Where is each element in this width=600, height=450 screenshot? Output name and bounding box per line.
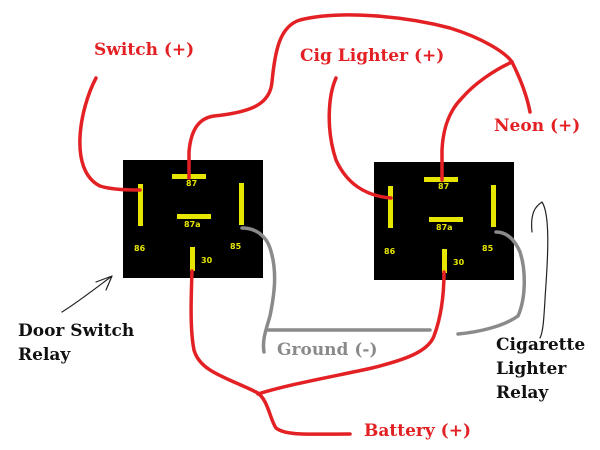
pin-85-bar (239, 183, 244, 225)
ground-wire (240, 226, 527, 354)
pin-86-bar (388, 186, 393, 228)
cig-lighter-positive-label: Cig Lighter (+) (300, 46, 445, 66)
door-switch-relay-label: Door Switch Relay (18, 319, 134, 367)
cig-lighter-positive-wire (327, 76, 393, 200)
cigarette-lighter-relay-pin-87-label: 87 (438, 182, 450, 191)
door-switch-relay-pin-85-label: 85 (230, 242, 242, 251)
cigarette-lighter-relay-label-line-2: Lighter (496, 359, 567, 379)
right-pin-30-to-battery-wire (256, 270, 446, 396)
pin-87a-bar (177, 214, 211, 219)
cigarette-lighter-relay-label-line-3: Relay (496, 383, 549, 403)
pin-86-bar (138, 184, 143, 226)
left-pin-30-to-battery-wire (189, 269, 352, 436)
door-switch-relay-pointer-arrow (61, 275, 113, 313)
pin-85-bar (491, 185, 496, 227)
cigarette-lighter-relay-label-line-1: Cigarette (496, 335, 586, 355)
door-switch-relay-pin-87-label: 87 (186, 179, 198, 188)
pin-30-bar (442, 249, 447, 273)
cigarette-lighter-relay-pointer-arrow (531, 201, 549, 339)
cigarette-lighter-relay-pin-85-label: 85 (482, 244, 494, 253)
cigarette-lighter-relay-pin-30-label: 30 (453, 258, 465, 267)
door-switch-relay-pin-87a-label: 87a (184, 220, 201, 229)
ground-negative-label: Ground (-) (277, 340, 378, 360)
neon-branch-wire (440, 60, 514, 182)
door-switch-relay-pin-30-label: 30 (201, 256, 213, 265)
neon-positive-label: Neon (+) (494, 116, 581, 136)
cigarette-lighter-relay-pin-86-label: 86 (384, 247, 396, 256)
door-switch-relay-pin-86-label: 86 (134, 244, 146, 253)
door-switch-relay-label-line-2: Relay (18, 345, 71, 365)
pin-87a-bar (429, 217, 463, 222)
battery-positive-label: Battery (+) (364, 421, 471, 441)
switch-positive-wire (78, 76, 142, 192)
cigarette-lighter-relay-pin-87a-label: 87a (436, 223, 453, 232)
pin-30-bar (190, 247, 195, 271)
switch-positive-label: Switch (+) (94, 40, 195, 60)
door-switch-relay-label-line-1: Door Switch (18, 321, 135, 341)
pin-87-to-neon-wire (187, 13, 532, 180)
cigarette-lighter-relay-label: Cigarette Lighter Relay (496, 333, 585, 405)
